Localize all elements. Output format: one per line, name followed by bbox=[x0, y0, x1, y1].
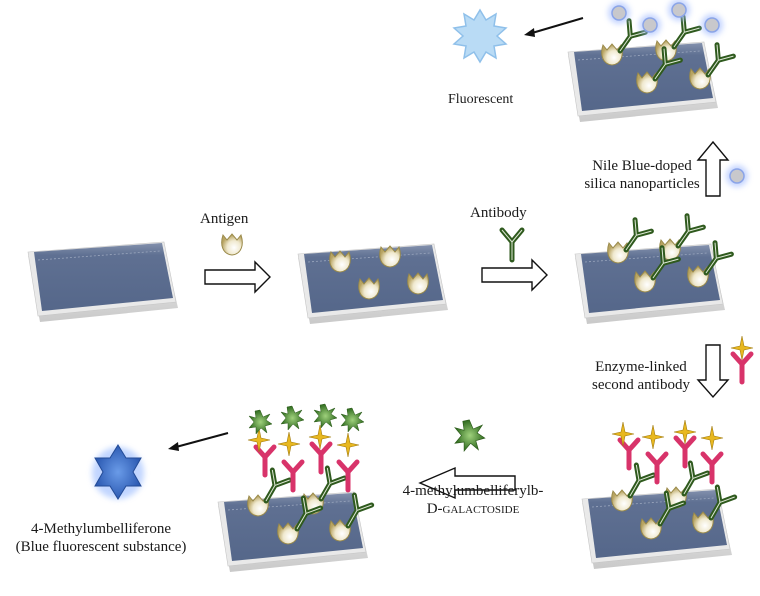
label-nanoparticles-line2: silica nanoparticles bbox=[584, 176, 700, 192]
label-antibody: Antibody bbox=[470, 205, 527, 221]
step-enzyme-linked bbox=[581, 419, 735, 570]
arrow-to-fluorescent bbox=[524, 17, 584, 37]
label-product: 4-Methylumbelliferone (Blue fluorescent … bbox=[8, 520, 194, 556]
label-fluorescent: Fluorescent bbox=[448, 92, 514, 107]
label-enzyme: Enzyme-linked second antibody bbox=[578, 358, 704, 394]
arrow-nanoparticles bbox=[696, 140, 748, 197]
step-substrate-converted bbox=[217, 403, 372, 573]
arrow-antibody bbox=[481, 230, 548, 292]
label-product-line2: (Blue fluorescent substance) bbox=[15, 539, 187, 555]
antigen-icon bbox=[379, 245, 401, 268]
antigen-icon bbox=[329, 250, 351, 273]
antigen-icon bbox=[221, 233, 243, 256]
label-substrate: 4-methylumbelliferylb- D-galactoside bbox=[388, 482, 558, 518]
product-star-icon bbox=[92, 444, 144, 500]
step-antibody-bound bbox=[574, 216, 731, 325]
arrow-antigen bbox=[204, 233, 271, 294]
step-blank-slide bbox=[27, 241, 179, 323]
label-nanoparticles: Nile Blue-doped silica nanoparticles bbox=[584, 157, 700, 193]
substrate-burst-icon bbox=[454, 419, 486, 452]
step-antigen-coated bbox=[297, 243, 449, 325]
fluorescent-burst-icon bbox=[452, 8, 508, 64]
label-product-line1: 4-Methylumbelliferone bbox=[31, 521, 171, 537]
label-substrate-line2: D-galactoside bbox=[426, 501, 520, 517]
label-substrate-line1: 4-methylumbelliferylb- bbox=[402, 483, 544, 499]
label-enzyme-line2: second antibody bbox=[592, 377, 690, 393]
antibody-icon bbox=[502, 230, 522, 260]
label-nanoparticles-line1: Nile Blue-doped bbox=[592, 158, 692, 174]
nanoparticle-icon bbox=[726, 165, 748, 187]
arrow-substrate bbox=[418, 419, 516, 500]
step-nanoparticle-labeled bbox=[567, 0, 733, 123]
antigen-icon bbox=[358, 277, 380, 300]
antigen-icon bbox=[407, 272, 429, 295]
label-antigen: Antigen bbox=[200, 211, 249, 227]
arrow-to-product bbox=[168, 432, 229, 451]
secondary-antibody-icon bbox=[731, 335, 753, 382]
label-enzyme-line1: Enzyme-linked bbox=[595, 359, 687, 375]
arrow-enzyme bbox=[696, 335, 753, 399]
